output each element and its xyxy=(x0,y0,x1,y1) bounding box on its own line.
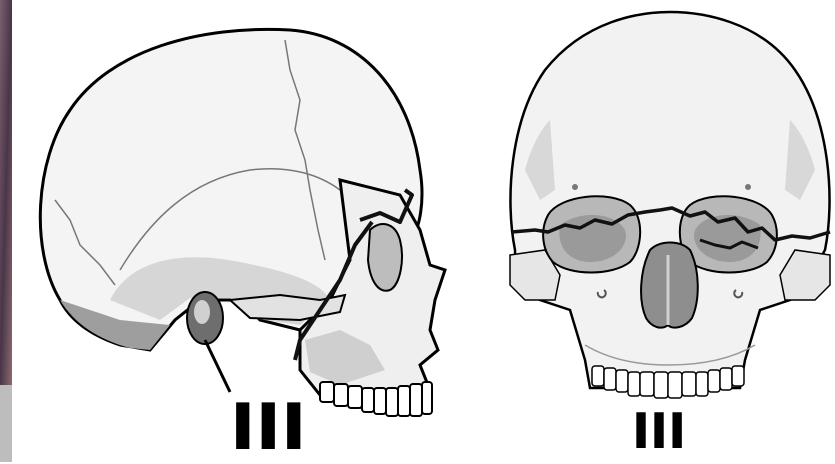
frontal-fracture-label: III xyxy=(632,405,686,457)
frontal-skull-illustration xyxy=(480,0,835,462)
styloid-process xyxy=(205,340,230,392)
lateral-teeth xyxy=(320,382,432,416)
right-supraorbital-foramen xyxy=(745,184,751,190)
lateral-orbit xyxy=(368,224,402,291)
meatus-highlight xyxy=(194,300,210,324)
frontal-cranium xyxy=(510,12,829,388)
left-supraorbital-foramen xyxy=(572,184,578,190)
background-photo-strip xyxy=(0,0,12,462)
lateral-fracture-label: III xyxy=(230,392,307,460)
